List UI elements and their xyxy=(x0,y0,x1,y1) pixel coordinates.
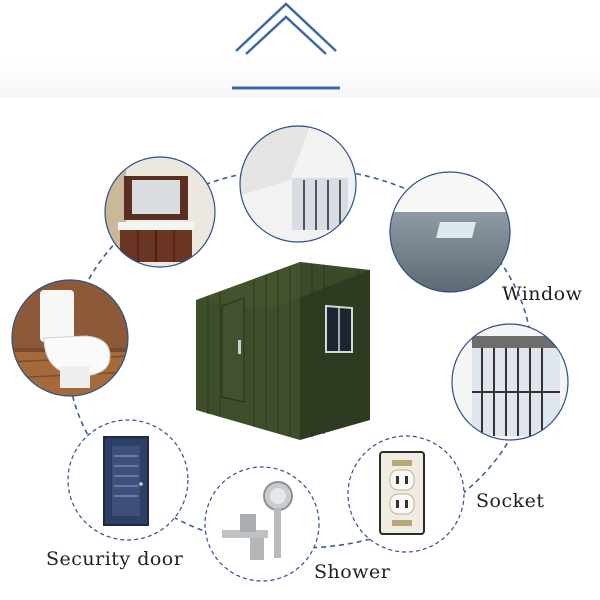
window-label: Window xyxy=(502,283,583,305)
bathroom-vanity-photo xyxy=(104,156,216,268)
ceiling-window-photo xyxy=(239,125,357,243)
toilet-photo xyxy=(11,279,129,397)
roof-icon xyxy=(0,2,600,98)
window-bars-photo xyxy=(451,323,569,441)
security-door-label: Security door xyxy=(46,548,184,570)
shower-label: Shower xyxy=(314,561,391,583)
security-door-photo xyxy=(67,419,189,541)
shower-photo xyxy=(204,466,320,582)
socket-photo xyxy=(347,435,465,553)
room-interior-photo xyxy=(389,171,511,293)
socket-label: Socket xyxy=(476,490,545,512)
container-house xyxy=(196,262,370,440)
